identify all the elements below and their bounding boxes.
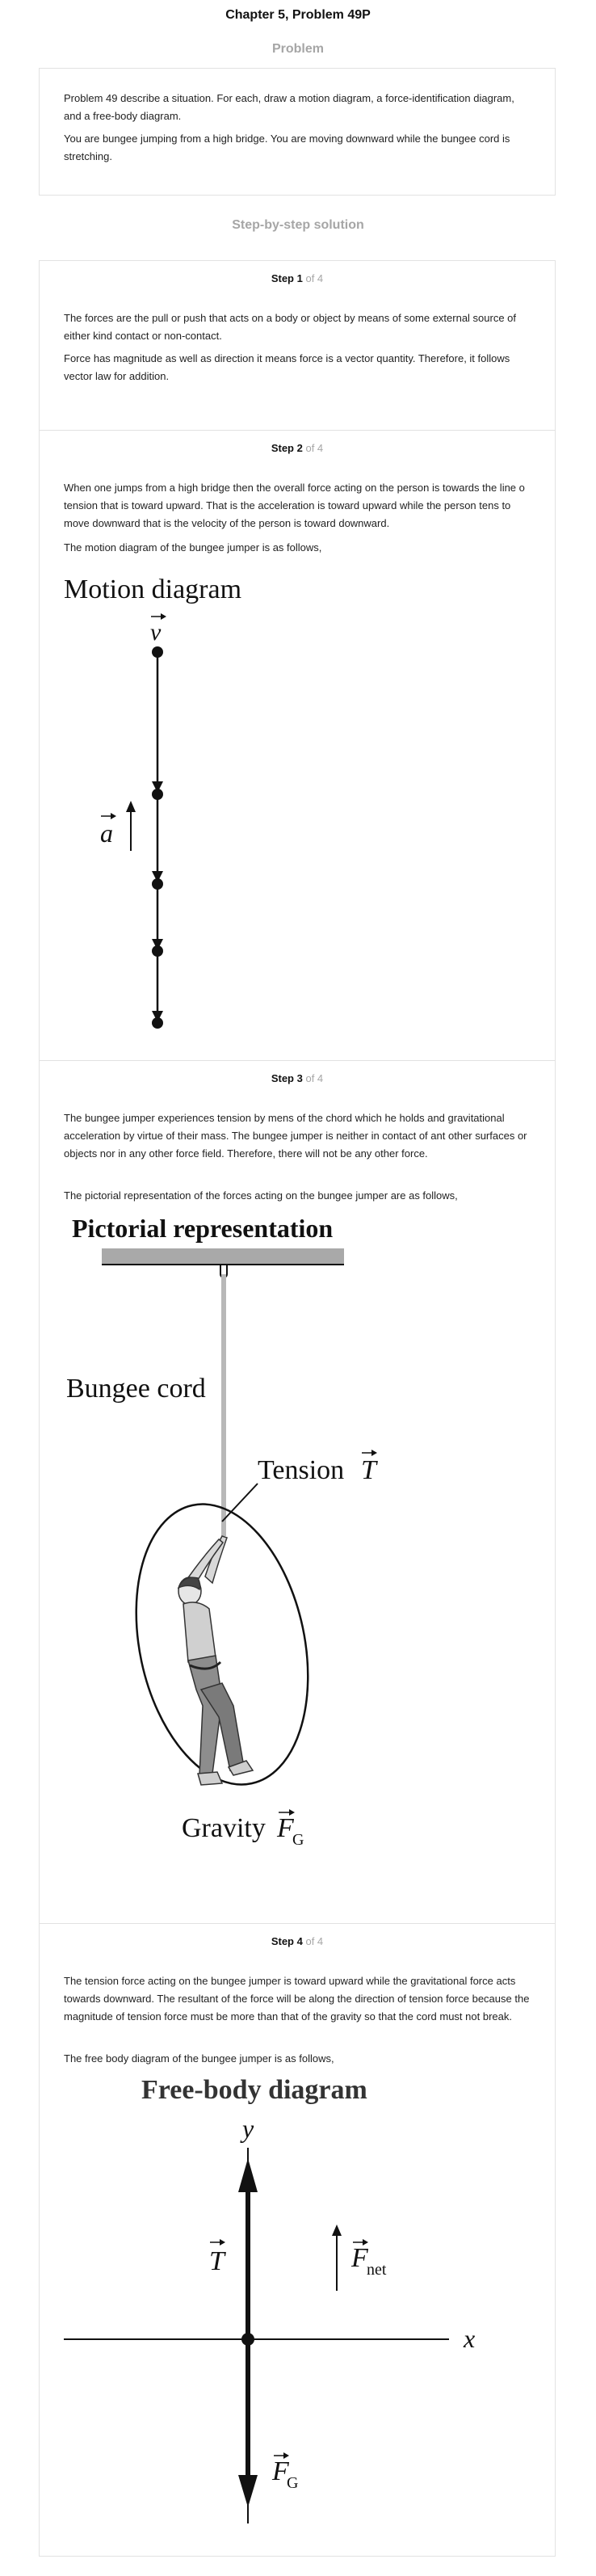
step-3-text-2: The pictorial representation of the forc…: [64, 1189, 458, 1202]
position-dot-1: [152, 646, 163, 658]
page-title: Chapter 5, Problem 49P: [225, 8, 371, 22]
pictorial-title: Pictorial representation: [72, 1214, 333, 1243]
step-4-text-1: The tension force acting on the bungee j…: [64, 1975, 530, 2022]
tension-label-text: Tension: [258, 1455, 344, 1485]
gravity-arrow: [238, 2339, 258, 2507]
step-1: Step 1 of 4 The forces are the pull or p…: [39, 260, 556, 430]
motion-diagram: Motion diagram v a: [64, 575, 241, 1029]
net-force-label: F net: [350, 2239, 387, 2279]
gravity-label-text: Gravity: [182, 1813, 266, 1843]
tension-pointer: [221, 1483, 258, 1522]
step-2-of: of 4: [305, 442, 324, 454]
position-dot-5: [152, 1017, 163, 1029]
net-force-subscript: net: [367, 2261, 387, 2279]
position-dot-3: [152, 878, 163, 890]
step-2-header: Step 2 of 4: [40, 442, 555, 454]
net-force-arrow: [332, 2225, 342, 2291]
velocity-vector-arrow: [151, 613, 166, 620]
position-dot-2: [152, 789, 163, 800]
step-2: Step 2 of 4 When one jumps from a high b…: [39, 430, 556, 1060]
system-boundary-ellipse: [135, 1503, 309, 1786]
gravity-symbol: F: [276, 1813, 295, 1843]
step-2-text-2: The motion diagram of the bungee jumper …: [64, 541, 322, 554]
problem-text-1: Problem 49 describe a situation. For eac…: [64, 92, 514, 122]
step-3-header: Step 3 of 4: [40, 1072, 555, 1084]
step-1-text-2: Force has magnitude as well as direction…: [64, 352, 510, 382]
step-1-text-1: The forces are the pull or push that act…: [64, 312, 517, 342]
step-2-text-1: When one jumps from a high bridge then t…: [64, 482, 525, 529]
step-1-header: Step 1 of 4: [40, 272, 555, 284]
gravity-subscript: G: [292, 1831, 304, 1849]
problem-text-2: You are bungee jumping from a high bridg…: [64, 133, 510, 162]
step-2-label: Step 2: [271, 442, 303, 454]
fbd-tension-label: T: [209, 2239, 226, 2276]
step-3-text-1: The bungee jumper experiences tension by…: [64, 1112, 527, 1160]
solution-heading: Step-by-step solution: [232, 218, 364, 232]
tension-arrow: [238, 2158, 258, 2339]
step-1-of: of 4: [305, 272, 324, 284]
y-axis-label: y: [240, 2114, 254, 2143]
bungee-cord-label: Bungee cord: [66, 1374, 206, 1404]
problem-heading: Problem: [271, 42, 324, 56]
step-1-label: Step 1: [271, 272, 303, 284]
step-3-of: of 4: [305, 1072, 324, 1084]
acceleration-label: a: [100, 819, 113, 848]
fbd-gravity-symbol: F: [271, 2456, 290, 2486]
fbd-tension-symbol: T: [209, 2246, 226, 2276]
motion-diagram-title: Motion diagram: [64, 575, 241, 604]
particle-dot: [241, 2333, 254, 2346]
step-3-label: Step 3: [271, 1072, 303, 1084]
bridge: [102, 1248, 344, 1265]
step-4-label: Step 4: [271, 1935, 303, 1947]
step-4-header: Step 4 of 4: [40, 1935, 555, 1947]
x-axis-label: x: [463, 2324, 475, 2353]
fbd-title: Free-body diagram: [141, 2075, 367, 2105]
tension-symbol: T: [361, 1455, 378, 1485]
step-4: Step 4 of 4 The tension force acting on …: [39, 1923, 556, 2557]
net-force-symbol: F: [350, 2243, 369, 2273]
acceleration-arrow: [126, 801, 136, 851]
bungee-jumper-figure: [177, 1535, 254, 1786]
velocity-label: v: [150, 619, 162, 646]
problem-box: Problem 49 describe a situation. For eac…: [39, 68, 556, 196]
gravity-label: Gravity F G: [182, 1809, 304, 1849]
pictorial-representation: Pictorial representation Bungee cord Ten…: [66, 1214, 378, 1849]
tension-label: Tension T: [258, 1450, 378, 1485]
step-3: Step 3 of 4 The bungee jumper experience…: [39, 1060, 556, 1923]
step-4-of: of 4: [305, 1935, 324, 1947]
position-dot-4: [152, 945, 163, 957]
fbd-gravity-label: F G: [271, 2452, 298, 2492]
acceleration-vector-arrow: [101, 813, 116, 819]
step-4-text-2: The free body diagram of the bungee jump…: [64, 2052, 334, 2065]
free-body-diagram: Free-body diagram x y T F G: [64, 2075, 475, 2523]
fbd-gravity-subscript: G: [287, 2474, 298, 2492]
